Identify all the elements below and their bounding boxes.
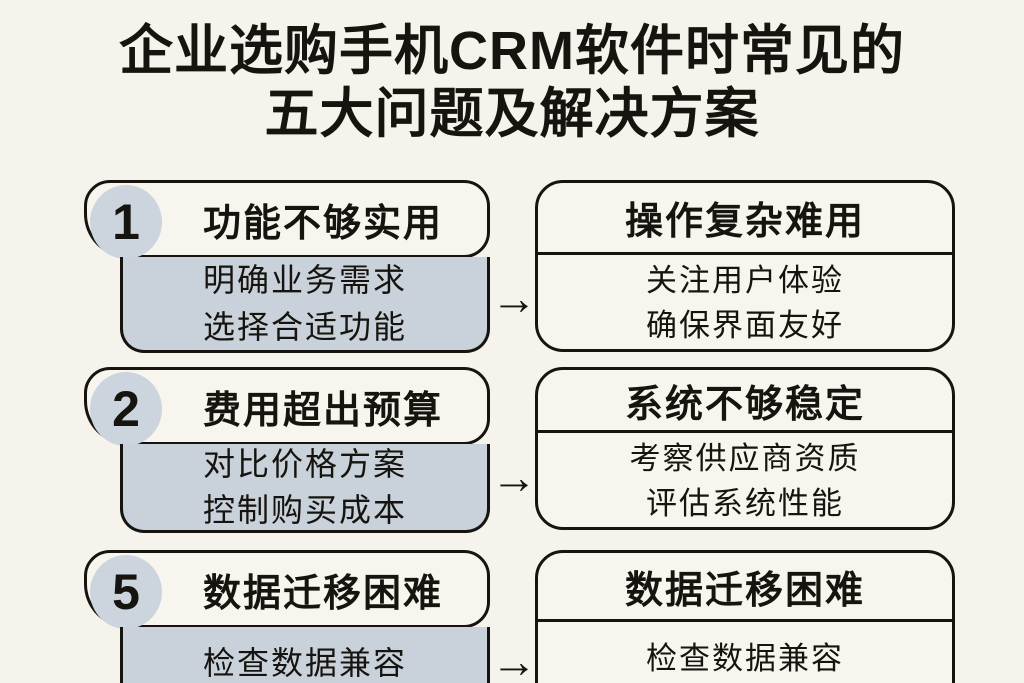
solution-line: 对比价格方案 [202, 445, 407, 482]
result-card-2: 系统不够稳定 考察供应商资质 评估系统性能 [535, 367, 955, 530]
result-title-1: 操作复杂难用 [538, 183, 952, 256]
result-body-2: 考察供应商资质 评估系统性能 [538, 433, 952, 527]
problem-title-2: 费用超出预算 [202, 389, 443, 432]
page-title-line1: 企业选购手机CRM软件时常见的 [119, 21, 905, 81]
problem-header-1: 1 功能不够实用 [84, 180, 490, 259]
solution-line: 检查数据兼容 [202, 645, 407, 682]
solution-line: 明确业务需求 [202, 262, 407, 299]
solution-panel-1: 明确业务需求 选择合适功能 [120, 257, 490, 353]
result-line: 考察供应商资质 [629, 441, 861, 477]
solution-panel-3: 检查数据兼容 提供迁移支持 [120, 627, 490, 683]
problem-title-1: 功能不够实用 [202, 202, 443, 245]
arrow-right-icon: → [491, 272, 537, 324]
number-badge-1: 1 [90, 185, 162, 259]
problem-header-3: 5 数据迁移困难 [84, 550, 490, 629]
result-line: 确保界面友好 [646, 308, 844, 344]
solution-line: 选择合适功能 [202, 308, 407, 345]
problem-header-2: 2 费用超出预算 [84, 367, 490, 446]
arrow-right-icon: → [491, 451, 537, 503]
page-title: 企业选购手机CRM软件时常见的 五大问题及解决方案 [0, 20, 1024, 145]
result-title-3: 数据迁移困难 [538, 553, 952, 622]
result-line: 检查数据兼容 [646, 640, 844, 676]
page-title-line2: 五大问题及解决方案 [264, 83, 760, 144]
problem-title-3: 数据迁移困难 [202, 572, 443, 615]
arrow-right-icon: → [491, 635, 537, 683]
result-card-3: 数据迁移困难 检查数据兼容 提供迁移支持 [535, 550, 955, 683]
result-title-2: 系统不够稳定 [538, 370, 952, 434]
result-line: 关注用户体验 [646, 263, 844, 299]
solution-panel-2: 对比价格方案 控制购买成本 [120, 444, 490, 533]
result-body-1: 关注用户体验 确保界面友好 [538, 255, 952, 349]
solution-line: 控制购买成本 [202, 492, 407, 528]
result-card-1: 操作复杂难用 关注用户体验 确保界面友好 [535, 180, 955, 352]
number-badge-3: 5 [90, 555, 162, 629]
result-line: 评估系统性能 [646, 486, 844, 522]
result-body-3: 检查数据兼容 提供迁移支持 [538, 622, 952, 683]
number-badge-2: 2 [90, 372, 162, 446]
